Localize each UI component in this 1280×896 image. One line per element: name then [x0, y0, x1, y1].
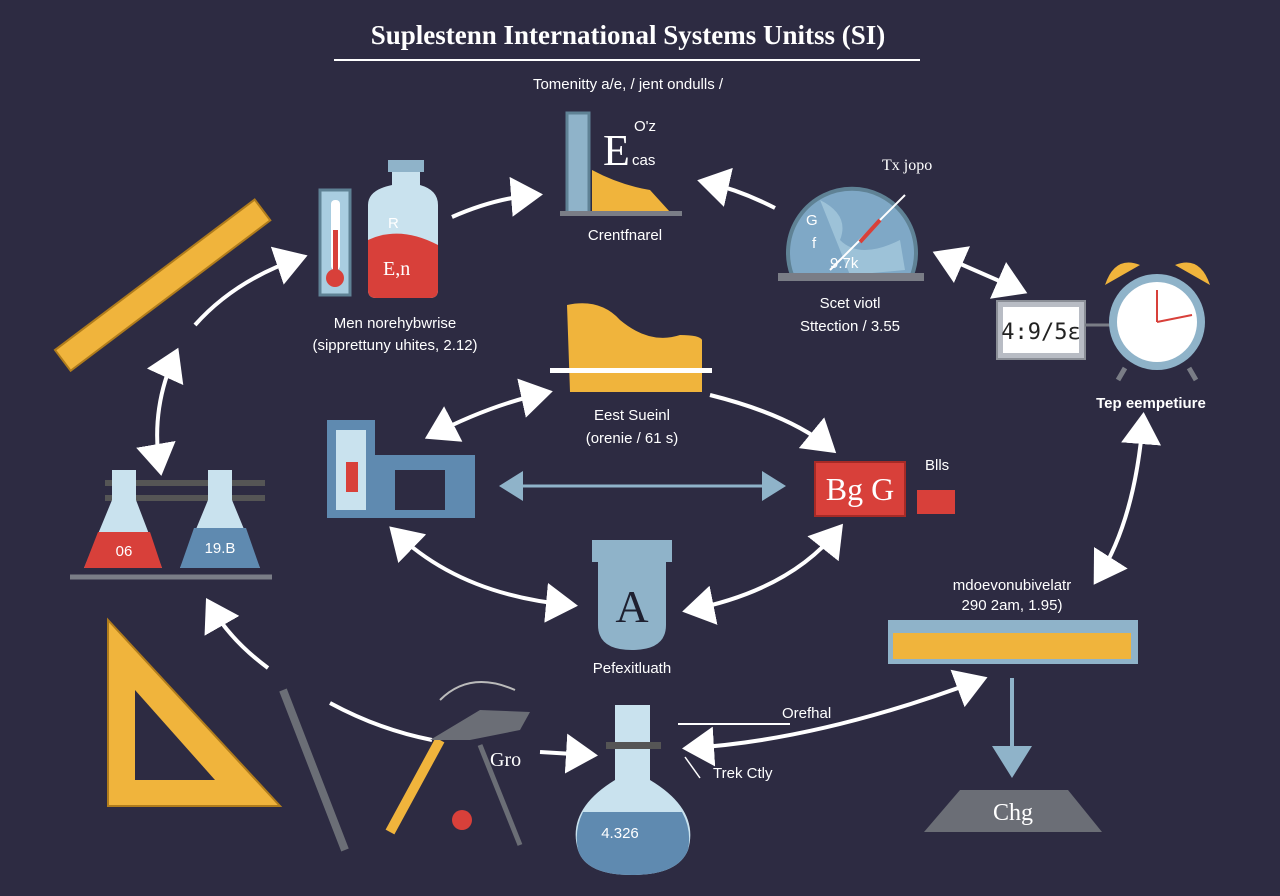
vial-node: A Pefexitluath — [592, 540, 672, 677]
set-square — [107, 617, 283, 807]
arrow-clock-ruler — [1093, 412, 1162, 585]
graph-suffix: cas — [632, 152, 655, 169]
bottom-flask-callout-top: Orefhal — [782, 705, 831, 722]
flask-right-value: 19.B — [205, 540, 236, 557]
center-ruler-label-2: (orenie / 61 s) — [586, 430, 679, 447]
arrow-caliper-to-square — [204, 598, 270, 670]
center-ruler-label-1: Eest Sueinl — [594, 407, 670, 424]
graph-node: E O'z cas Crentfnarel — [560, 111, 682, 244]
vial-label: Pefexitluath — [593, 660, 671, 677]
right-ruler-label-2: 290 2am, 1.95) — [962, 597, 1063, 614]
right-ruler-label-1: mdoevonubivelatr — [953, 577, 1071, 594]
globe-letter-g: G — [806, 212, 818, 229]
right-ruler-node: mdoevonubivelatr 290 2am, 1.95) — [888, 577, 1138, 664]
clock-label: Tep eempetiure — [1096, 395, 1206, 412]
arrow-ruler-flask — [682, 669, 988, 767]
flask-left-value: 06 — [116, 543, 133, 560]
block-callout: Blls — [925, 457, 949, 474]
arrow-machine-vial — [389, 526, 578, 623]
arrow-globe-to-graph — [697, 167, 776, 210]
ruler-left — [53, 198, 272, 373]
graph-big-letter: E — [603, 126, 630, 175]
arrow-ruler-to-block — [709, 393, 837, 454]
globe-callout: Tx jopo — [882, 157, 932, 174]
arrow-ruler-to-bottle — [193, 246, 308, 327]
arrow-to-caliper — [329, 701, 433, 742]
arrow-bottle-to-graph — [451, 176, 543, 219]
connection-arrows — [136, 167, 1162, 774]
vial-letter: A — [615, 581, 648, 632]
globe-letter-f: f — [812, 235, 817, 252]
globe-label-2: Sttection / 3.55 — [800, 318, 900, 335]
caliper-label: Gro — [490, 749, 521, 771]
weight-node: Chg — [924, 790, 1102, 832]
graph-superscript: O'z — [634, 118, 656, 135]
globe-node: G f 9.7k Tx jopo Scet viotl Sttection / … — [778, 157, 932, 335]
arrow-ruler-flasks — [136, 347, 184, 476]
machine-node — [327, 420, 475, 518]
globe-label-1: Scet viotl — [820, 295, 881, 312]
arrow-globe-clock — [932, 246, 1028, 299]
bottle-text: E,n — [383, 258, 410, 280]
bottle-label-1: Men norehybwrise — [334, 315, 457, 332]
bottle-label-2: (sipprettuny uhites, 2.12) — [312, 337, 477, 354]
center-ruler-node: Eest Sueinl (orenie / 61 s) — [550, 303, 712, 447]
bottle-top-text: R — [388, 215, 399, 232]
subtitle: Tomenitty a/e, / jent ondulls / — [533, 76, 724, 93]
block-node: Bg G Blls — [814, 457, 955, 517]
clock-digital-display: 4:9/5ε — [1001, 320, 1080, 345]
graph-label: Crentfnarel — [588, 227, 662, 244]
bottom-flask-callout-bottom: Trek Ctly — [713, 765, 773, 782]
arrow-machine-ruler — [424, 378, 553, 442]
arrow-caliper-to-flask — [539, 733, 598, 774]
caliper-node: Gro — [279, 681, 530, 852]
clock-node: 4:9/5ε Tep eempetiure — [996, 262, 1210, 412]
bottom-flask-node: 4.326 Orefhal Trek Ctly — [575, 705, 831, 875]
globe-letter-value: 9.7k — [830, 255, 859, 272]
thermometer-bottle-node: R E,n Men norehybwrise (sipprettuny uhit… — [312, 160, 478, 354]
bottom-flask-value: 4.326 — [601, 825, 639, 842]
flasks-node: 06 19.B — [70, 470, 272, 580]
block-text: Bg G — [826, 471, 894, 507]
page-title: Suplestenn International Systems Unitss … — [371, 20, 886, 50]
weight-text: Chg — [993, 800, 1033, 826]
arrow-block-vial — [682, 523, 844, 625]
